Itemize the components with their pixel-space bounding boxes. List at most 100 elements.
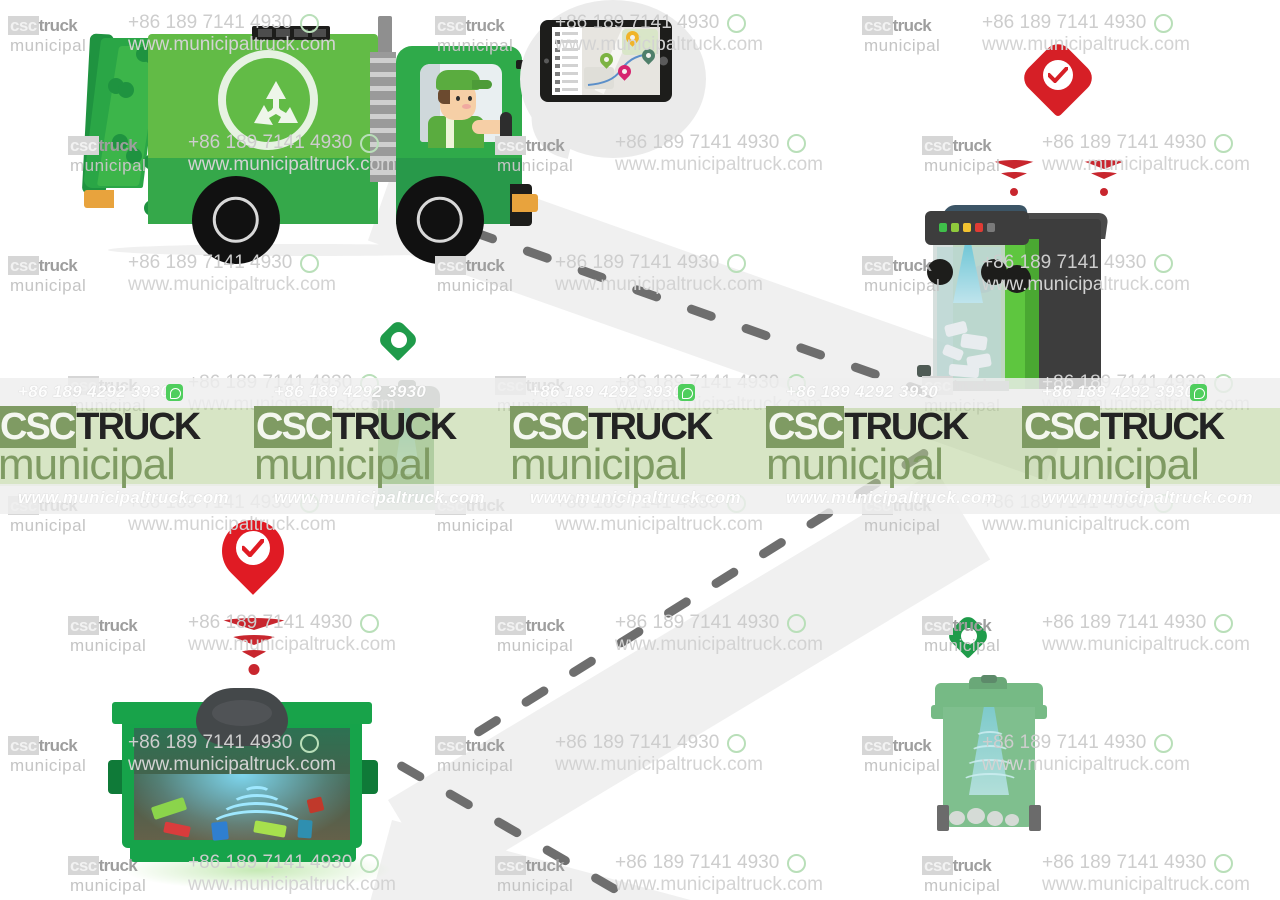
station-foot [917, 365, 931, 377]
watermark-secondary-logo-sub: municipal [924, 876, 1000, 896]
tablet-home-button[interactable] [659, 57, 668, 66]
truck-rear-wheel [192, 176, 280, 264]
watermark-brand-sub: municipal [510, 440, 687, 490]
ultrasonic-wave [970, 745, 1010, 759]
recycling-garbage-truck [48, 8, 518, 248]
watermark-secondary-url: www.municipaltruck.com [555, 514, 763, 536]
map-pin-yellow[interactable] [626, 31, 639, 49]
watermark-brand-logo: CSCTRUCKmunicipal [1016, 402, 1272, 498]
watermark-secondary-logo-sub: municipal [497, 636, 573, 656]
steering-wheel-icon [500, 112, 512, 146]
watermark-secondary-logo: csctruck [862, 256, 931, 276]
watermark-secondary-url: www.municipaltruck.com [982, 34, 1190, 56]
whatsapp-icon [787, 134, 806, 153]
wifi-signal-icon [1080, 160, 1128, 200]
watermark-secondary-phone: +86 189 7141 4930 [982, 12, 1146, 34]
watermark-phone: +86 189 4292 3930 [1042, 382, 1194, 402]
watermark-secondary-logo: csctruck [922, 136, 991, 156]
whatsapp-icon [360, 614, 379, 633]
watermark-secondary-logo: csctruck [8, 256, 77, 276]
truck-ladder [370, 52, 396, 182]
station-led-panel [939, 223, 995, 233]
watermark-secondary-url: www.municipaltruck.com [1042, 874, 1250, 896]
ultrasonic-wave [961, 773, 1019, 791]
ultrasonic-wave [975, 731, 1005, 743]
status-pin-station[interactable] [1030, 50, 1086, 128]
whatsapp-icon [678, 384, 695, 401]
whatsapp-icon [727, 14, 746, 33]
watermark-secondary-logo: csctruck [922, 856, 991, 876]
watermark-phone: +86 189 4292 3930 [530, 382, 682, 402]
watermark-secondary-phone: +86 189 7141 4930 [615, 852, 779, 874]
watermark-secondary-logo: csctruck [8, 736, 77, 756]
station-side-cap [927, 259, 953, 285]
watermark-secondary-logo-sub: municipal [10, 516, 86, 536]
watermark-brand-logo: CSCTRUCKmunicipal [0, 402, 248, 498]
smart-recycling-station [925, 205, 1175, 390]
watermark-secondary-logo: csctruck [862, 16, 931, 36]
watermark-phone: +86 189 4292 3930 [18, 382, 170, 402]
watermark-phone: +86 189 4292 3930 [786, 382, 938, 402]
whatsapp-icon [1214, 134, 1233, 153]
watermark-phone: +86 189 4292 3930 [274, 382, 426, 402]
watermark-secondary-url: www.municipaltruck.com [1042, 154, 1250, 176]
watermark-secondary-phone: +86 189 7141 4930 [1042, 852, 1206, 874]
check-icon [242, 539, 264, 557]
driver-hair [438, 88, 450, 104]
watermark-secondary-logo-sub: municipal [864, 36, 940, 56]
watermark-secondary-url: www.municipaltruck.com [1042, 634, 1250, 656]
watermark-secondary-logo-sub: municipal [924, 156, 1000, 176]
truck-front-wheel [396, 176, 484, 264]
whatsapp-icon [1190, 384, 1207, 401]
watermark-brand-logo: CSCTRUCKmunicipal [504, 402, 760, 498]
whatsapp-icon [1154, 14, 1173, 33]
watermark-brand-sub: municipal [254, 440, 431, 490]
check-icon [1048, 67, 1068, 83]
tablet-device[interactable] [540, 20, 672, 102]
truck-rear-bumper [84, 190, 114, 208]
driver-eye [468, 96, 472, 101]
truck-hinge-icon [112, 134, 128, 150]
tablet-camera-icon [544, 59, 549, 64]
station-deposit-hole[interactable] [1003, 265, 1031, 293]
whatsapp-icon [1214, 614, 1233, 633]
watermark-secondary-phone: +86 189 7141 4930 [1042, 132, 1206, 154]
tablet-map[interactable] [582, 27, 660, 95]
wifi-signal-icon [216, 618, 292, 676]
whatsapp-icon [166, 384, 183, 401]
driver-vest-stripe [446, 116, 454, 148]
dumpster-foot [130, 846, 356, 862]
whatsapp-icon [1214, 854, 1233, 873]
watermark-secondary-logo-sub: municipal [437, 516, 513, 536]
whatsapp-icon [727, 734, 746, 753]
green-bin-sensor [981, 675, 997, 683]
driver-mouth [462, 104, 471, 109]
whatsapp-icon [300, 254, 319, 273]
station-trash-contents [941, 317, 997, 379]
recycle-icon [218, 50, 318, 150]
watermark-secondary-url: www.municipaltruck.com [982, 514, 1190, 536]
map-pin-teal[interactable] [642, 49, 655, 67]
status-pin-green-bin[interactable] [952, 620, 984, 664]
status-pin-dumpster[interactable] [222, 520, 286, 606]
dumpster-handle [360, 760, 378, 794]
truck-hinge-icon [118, 82, 134, 98]
truck-headlight [512, 194, 538, 212]
watermark-secondary-url: www.municipaltruck.com [615, 154, 823, 176]
green-bin-contents [947, 805, 1031, 831]
whatsapp-icon [787, 854, 806, 873]
driver-eye [456, 96, 460, 101]
watermark-secondary-cell: csctruckmunicipal+86 189 7141 4930www.mu… [854, 700, 1280, 820]
map-pin-red[interactable] [618, 65, 631, 83]
watermark-brand-sub: municipal [0, 440, 175, 490]
truck-exhaust-stack [378, 16, 392, 56]
station-green-side [1025, 239, 1039, 389]
watermark-secondary-logo-sub: municipal [10, 756, 86, 776]
watermark-secondary-phone: +86 189 7141 4930 [1042, 612, 1206, 634]
map-pin-green[interactable] [600, 53, 613, 71]
station-side-cap [981, 259, 1007, 285]
status-pin-middle-bin[interactable] [383, 325, 413, 367]
watermark-secondary-logo: csctruck [862, 736, 931, 756]
watermark-brand-logo: CSCTRUCKmunicipal [248, 402, 504, 498]
